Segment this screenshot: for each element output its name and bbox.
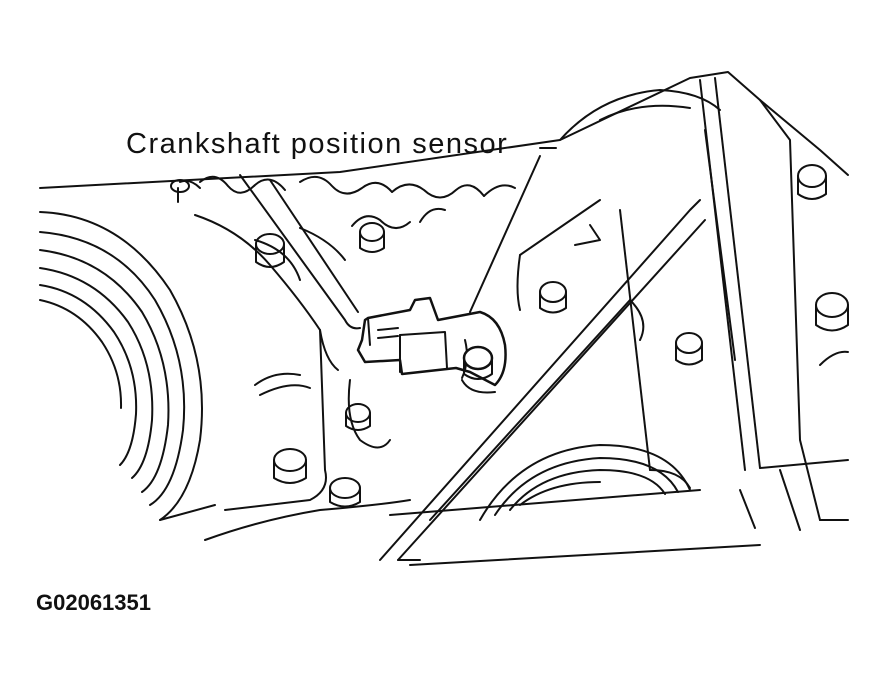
crankshaft-position-sensor — [356, 296, 507, 394]
bolt — [170, 179, 190, 193]
bolt — [345, 403, 371, 431]
timing-cover — [39, 71, 849, 203]
bolt — [797, 164, 827, 200]
lower-pulley — [479, 444, 691, 521]
bolt — [675, 332, 703, 366]
bolt — [329, 477, 361, 508]
crankshaft-position-sensor-label: Crankshaft position sensor — [126, 128, 509, 160]
bolt — [539, 281, 567, 314]
figure-id: G02061351 — [36, 590, 151, 615]
sensor-bolt — [461, 345, 496, 394]
bolt — [255, 233, 285, 268]
callout-leader — [469, 147, 557, 313]
bolt — [815, 292, 849, 332]
timing-belt — [379, 199, 761, 566]
bolt-heads — [170, 164, 849, 508]
idler-bracket — [516, 77, 849, 531]
bolt — [273, 448, 307, 484]
timing-sprocket — [199, 175, 516, 229]
crank-pulley — [39, 211, 203, 521]
bolt — [359, 222, 385, 253]
engine-block — [159, 174, 411, 541]
